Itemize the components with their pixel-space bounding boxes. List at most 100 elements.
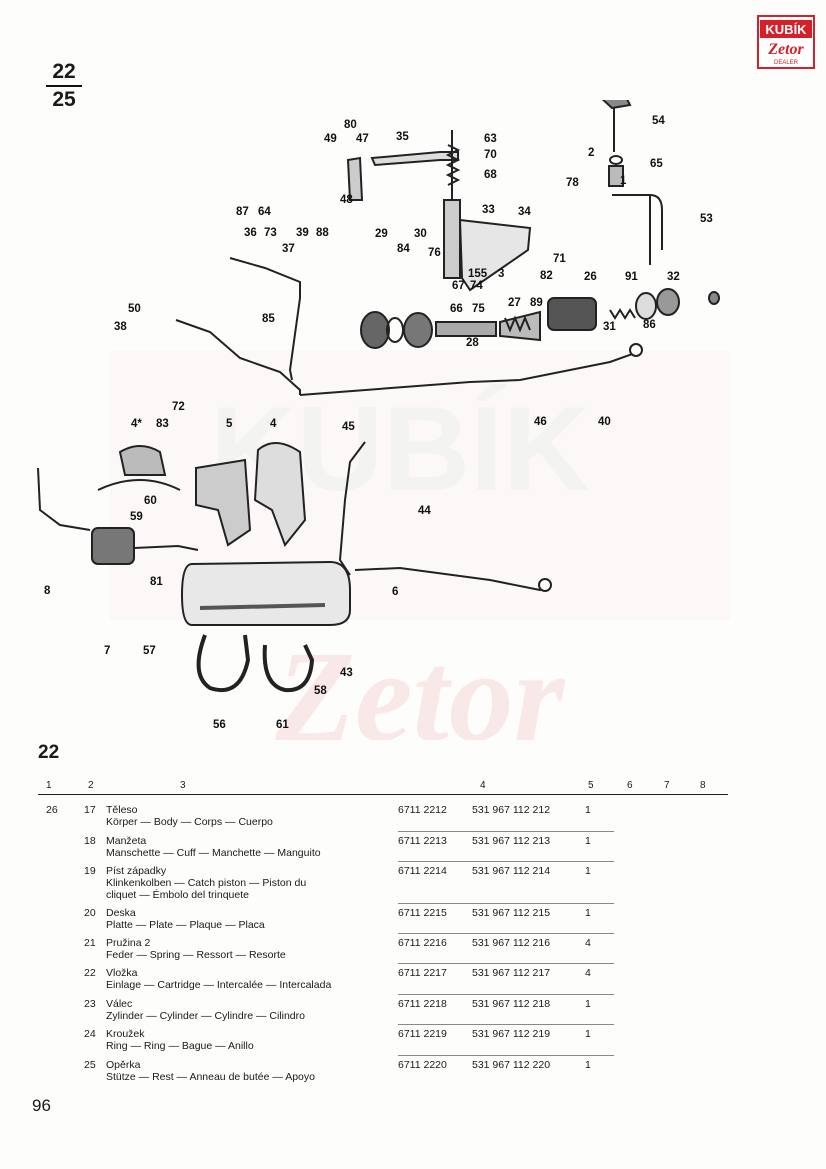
part-number: 6711 2219 [398, 1028, 447, 1040]
callout-label: 47 [356, 133, 369, 145]
callout-label: 29 [375, 228, 388, 240]
quantity: 1 [585, 865, 591, 877]
row-rule [398, 994, 614, 995]
row-rule [398, 903, 614, 904]
row-col2: 24 [84, 1028, 96, 1040]
callout-label: 63 [484, 133, 497, 145]
part-number: 6711 2214 [398, 865, 447, 877]
row-rule [398, 1055, 614, 1056]
callout-label: 67 [452, 280, 465, 292]
callout-label: 6 [392, 586, 398, 598]
callout-label: 46 [534, 416, 547, 428]
description-line: Körper — Body — Corps — Cuerpo [106, 816, 273, 828]
section-number: 22 [38, 742, 60, 763]
callout-label: 60 [144, 495, 157, 507]
description-line: Manschette — Cuff — Manchette — Manguito [106, 847, 321, 859]
callout-label: 7 [104, 645, 110, 657]
callout-label: 54 [652, 115, 665, 127]
description-line: Pružina 2 [106, 937, 151, 949]
callout-label: 88 [316, 227, 329, 239]
callout-label: 87 [236, 206, 249, 218]
column-header-5: 5 [588, 780, 594, 791]
description-line: Stütze — Rest — Anneau de butée — Apoyo [106, 1071, 315, 1083]
callout-label: 27 [508, 297, 521, 309]
catalog-number: 531 967 112 214 [472, 865, 551, 877]
callout-label: 4 [270, 418, 277, 430]
callout-label: 30 [414, 228, 427, 240]
callout-label: 40 [598, 416, 611, 428]
row-rule [398, 963, 614, 964]
callout-label: 53 [700, 213, 713, 225]
callout-label: 33 [482, 204, 495, 216]
callout-label: 31 [603, 321, 616, 333]
kubik-zetor-logo: KUBÍK Zetor DEALER [756, 14, 816, 70]
description-line: Těleso [106, 804, 138, 816]
callout-label: 56 [213, 719, 226, 731]
callout-label: 91 [625, 271, 638, 283]
description-line: Zylinder — Cylinder — Cylindre — Cilindr… [106, 1010, 305, 1022]
catalog-number: 531 967 112 219 [472, 1028, 551, 1040]
column-header-4: 4 [480, 780, 486, 791]
callout-label: 59 [130, 511, 143, 523]
callout-label: 1 [620, 175, 627, 187]
quantity: 1 [585, 1028, 591, 1040]
row-col2: 23 [84, 998, 96, 1010]
callout-label: 74 [470, 280, 483, 292]
callout-label: 58 [314, 685, 327, 697]
callout-label: 4* [131, 418, 142, 430]
quantity: 4 [585, 967, 591, 979]
part-number: 6711 2213 [398, 835, 447, 847]
callout-label: 64 [258, 206, 271, 218]
row-rule [398, 831, 614, 832]
callout-label: 35 [396, 131, 409, 143]
callout-label: 39 [296, 227, 309, 239]
callout-label: 85 [262, 313, 275, 325]
row-col2: 20 [84, 907, 96, 919]
callout-label: 37 [282, 243, 295, 255]
row-rule [398, 933, 614, 934]
callout-label: 81 [150, 576, 163, 588]
description-line: cliquet — Émbolo del trinquete [106, 889, 249, 901]
part-number: 6711 2218 [398, 998, 447, 1010]
callout-label: 44 [418, 505, 431, 517]
callout-label: 61 [276, 719, 289, 731]
catalog-number: 531 967 112 213 [472, 835, 551, 847]
callout-label: 32 [667, 271, 680, 283]
callout-label: 3 [498, 268, 504, 280]
catalog-number: 531 967 112 216 [472, 937, 551, 949]
quantity: 1 [585, 835, 591, 847]
part-number: 6711 2212 [398, 804, 447, 816]
section-fraction: 22 25 [46, 60, 82, 112]
fraction-line [46, 85, 82, 87]
quantity: 1 [585, 804, 591, 816]
column-header-3: 3 [180, 780, 186, 791]
callout-label: 65 [650, 158, 663, 170]
callout-label: 26 [584, 271, 597, 283]
row-col1: 26 [46, 804, 58, 816]
quantity: 1 [585, 998, 591, 1010]
part-number: 6711 2220 [398, 1059, 447, 1071]
svg-text:Zetor: Zetor [767, 41, 804, 58]
exploded-parts-drawing: KUBÍK Zetor [0, 94, 826, 769]
catalog-number: 531 967 112 220 [472, 1059, 551, 1071]
row-col2: 21 [84, 937, 96, 949]
header-rule [38, 794, 728, 795]
callout-label: 2 [588, 147, 594, 159]
fraction-top: 22 [52, 60, 76, 83]
row-rule [398, 861, 614, 862]
callout-label: 45 [342, 421, 355, 433]
part-number: 6711 2216 [398, 937, 447, 949]
callout-label: 36 [244, 227, 257, 239]
callout-label: 66 [450, 303, 463, 315]
callout-label: 57 [143, 645, 156, 657]
catalog-number: 531 967 112 217 [472, 967, 551, 979]
description-line: Klinkenkolben — Catch piston — Piston du [106, 877, 307, 889]
svg-text:KUBÍK: KUBÍK [765, 22, 807, 37]
